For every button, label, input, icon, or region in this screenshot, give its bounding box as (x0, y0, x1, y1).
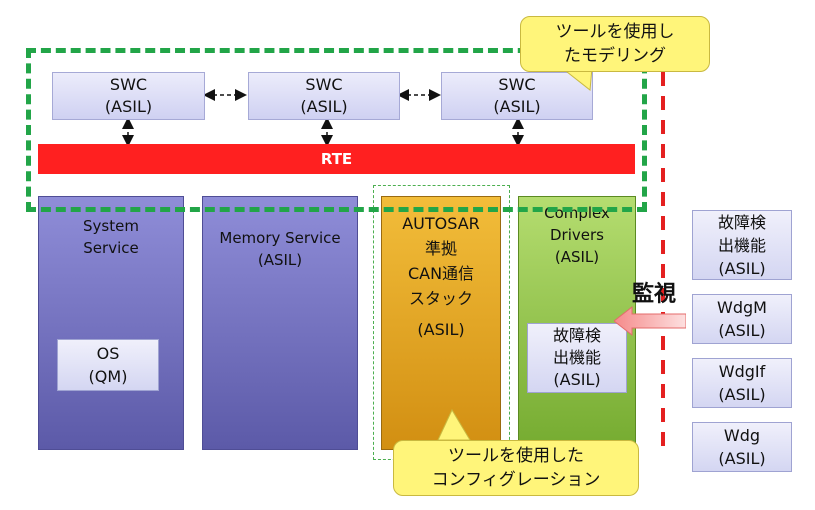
right-box-line: (ASIL) (718, 321, 766, 340)
modeling-dashed-boundary (26, 48, 647, 212)
memory-service-box: Memory Service (ASIL) (202, 196, 358, 450)
system-service-line1: System (83, 217, 139, 235)
wdgif-box: WdgIf (ASIL) (692, 358, 792, 408)
autosar-line: スタック (408, 289, 473, 308)
autosar-stack-label: AUTOSAR 準拠 CAN通信 スタック (ASIL) (382, 211, 500, 342)
config-callout-tail (437, 408, 471, 441)
os-box: OS (QM) (57, 339, 159, 391)
wdgm-box: WdgM (ASIL) (692, 294, 792, 344)
autosar-line: CAN通信 (407, 264, 475, 283)
right-box-line: 出機能 (717, 235, 766, 255)
memory-service-label: Memory Service (ASIL) (203, 227, 357, 271)
right-box-line: WdgM (717, 298, 767, 317)
fault-detection-line: 故障検 (552, 326, 601, 345)
memory-service-line2: (ASIL) (257, 251, 303, 269)
swc-name: SWC (305, 75, 343, 94)
right-box-line: (ASIL) (718, 385, 766, 404)
modeling-callout-line: ツールを使用し (555, 22, 675, 42)
right-box-line: (ASIL) (718, 449, 766, 468)
config-callout-line: ツールを使用した (448, 446, 584, 466)
complex-drivers-line: Drivers (550, 226, 604, 244)
system-service-label: System Service (39, 215, 183, 259)
wdg-box: Wdg (ASIL) (692, 422, 792, 472)
fault-detection-box: 故障検 出機能 (ASIL) (692, 210, 792, 280)
swc-box-1: SWC (ASIL) (52, 72, 205, 120)
monitor-label: 監視 (632, 282, 677, 307)
autosar-line: 準拠 (424, 239, 457, 258)
swc-asil: (ASIL) (104, 97, 153, 116)
memory-service-line1: Memory Service (219, 229, 341, 247)
right-box-line: WdgIf (718, 362, 766, 381)
system-service-line2: Service (83, 239, 139, 257)
right-box-line: (ASIL) (718, 258, 766, 278)
system-service-box: System Service OS (QM) (38, 196, 184, 450)
os-label: OS (96, 344, 120, 363)
fault-detection-line: 出機能 (552, 348, 601, 367)
right-box-line: Wdg (723, 426, 761, 445)
config-callout-line: コンフィグレーション (431, 470, 601, 490)
config-callout: ツールを使用した コンフィグレーション (393, 440, 639, 496)
complex-drivers-line: (ASIL) (554, 248, 600, 266)
right-box-line: 故障検 (717, 212, 766, 232)
swc-box-2: SWC (ASIL) (248, 72, 400, 120)
swc-asil: (ASIL) (300, 97, 348, 116)
os-qm: (QM) (88, 367, 128, 386)
fault-detection-line: (ASIL) (553, 370, 601, 389)
rte-bar: RTE (38, 144, 635, 174)
swc-asil: (ASIL) (493, 97, 541, 116)
rte-label: RTE (320, 150, 353, 168)
swc-box-3: SWC (ASIL) (441, 72, 593, 120)
autosar-line: AUTOSAR (402, 214, 480, 233)
modeling-callout-line: たモデリング (564, 46, 666, 66)
monitor-arrow (614, 306, 686, 336)
fault-detection-inner-box: 故障検 出機能 (ASIL) (527, 323, 627, 393)
autosar-line: (ASIL) (417, 320, 465, 339)
swc-name: SWC (109, 75, 148, 94)
autosar-can-stack-box: AUTOSAR 準拠 CAN通信 スタック (ASIL) (381, 196, 501, 450)
swc-name: SWC (498, 75, 536, 94)
modeling-callout: ツールを使用し たモデリング (520, 16, 710, 72)
